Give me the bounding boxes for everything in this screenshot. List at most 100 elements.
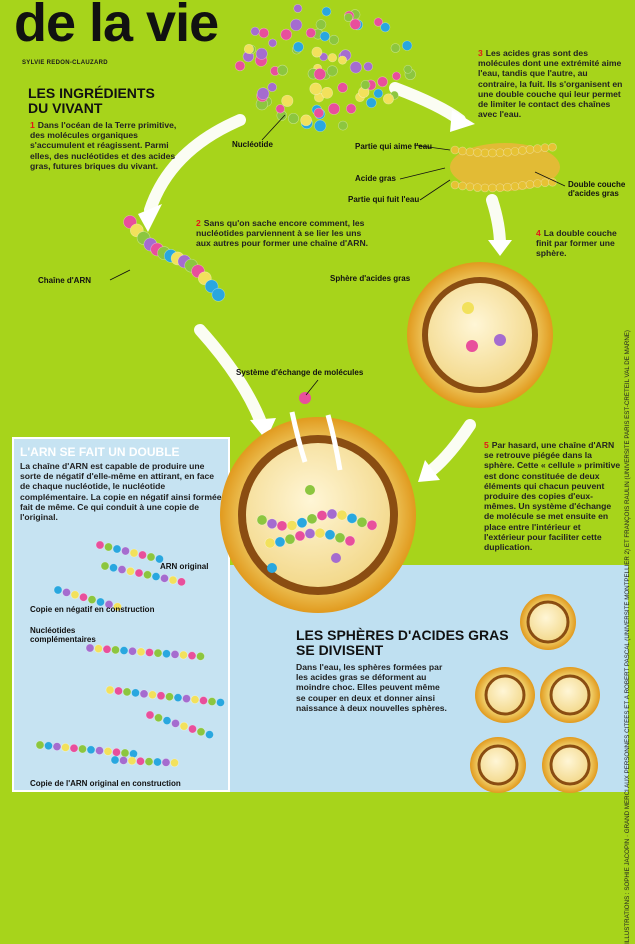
nucleotide-bead [390,43,401,53]
nucleotide-bead [122,687,132,697]
nucleotide-bead [96,597,105,607]
nucleotide-bead [170,758,179,768]
nucleotide-bead [327,53,337,63]
nucleotide-bead [548,142,557,152]
nucleotide-bead [540,178,550,188]
label-arn-original: ARN original [160,562,209,571]
nucleotide-bead [287,112,299,124]
nucleotide-bead [62,588,71,597]
nucleotide-bead [292,41,304,53]
nucleotide-bead [326,65,338,77]
nucleotide-bead [243,43,254,54]
nucleotide-bead [179,721,189,731]
nucleotide-bead [328,34,339,45]
nucleotide-bead [510,147,520,156]
nucleotide-bead [136,756,145,766]
nucleotide-bead [306,513,318,525]
label-nucleotides-comp: Nucléotides complémentaires [30,626,96,644]
nucleotide-bead [145,710,155,720]
nucleotide-bead [338,120,348,131]
spheres-text: Dans l'eau, les sphères formées par les … [296,662,447,713]
label-sphere: Sphère d'acides gras [330,274,411,283]
nucleotide-bead [284,533,296,545]
nucleotide-bead [187,651,197,660]
nucleotide-bead [134,568,144,578]
nucleotide-bead [156,691,166,701]
nucleotide-bead [162,649,171,659]
nucleotide-bead [146,552,156,562]
nucleotide-bead [277,64,288,76]
nucleotide-cloud [234,4,416,132]
arrow-to-bilayer [389,82,466,126]
nucleotide-bead [103,747,113,756]
nucleotide-bead [473,148,482,157]
nucleotide-bead [121,546,130,556]
nucleotide-bead [94,644,103,653]
nucleotide-bead [153,648,163,658]
nucleotide-bead [120,748,130,758]
nucleotide-bead [256,514,268,526]
nucleotide-bead [328,102,340,115]
nucleotide-bead [161,758,171,767]
nucleotide-bead [256,87,270,100]
nucleotide-bead [324,529,336,541]
nucleotide-bead [255,47,268,60]
nucleotide-bead [356,516,368,528]
nucleotide-bead [79,592,88,602]
nucleotide-bead [300,114,312,127]
nucleotide-bead [155,554,164,564]
nucleotide-bead [337,82,348,93]
nucleotide-bead [373,88,384,99]
nucleotide-bead [495,183,505,193]
nucleotide-bead [366,97,377,109]
nucleotide-bead [188,724,197,734]
nucleotide-bead [403,64,413,74]
nucleotide-bead [450,145,460,155]
nucleotide-bead [314,119,327,132]
nucleotide-bead [344,535,356,547]
nucleotide-bead [349,18,361,30]
nucleotide-bead [95,746,104,755]
nucleotide-bead [70,590,80,600]
nucleotide-bead [160,574,169,583]
rna-chain [123,215,226,302]
arrow-to-cell [194,324,268,431]
nucleotide-bead [127,756,137,766]
nucleotide-bead [216,698,225,707]
nucleotide-bead [465,147,475,157]
arrow-to-chain [144,114,246,216]
protocell [220,392,416,613]
nucleotide-bead [336,509,348,521]
label-nucleotide: Nucléotide [232,140,273,149]
nucleotide-bead [104,600,114,609]
ingredients-heading: LES INGRÉDIENTS DU VIVANT [28,85,155,116]
nucleotide-bead [190,695,200,704]
label-chaine-arn: Chaîne d'ARN [38,276,92,285]
nucleotide-bead [533,179,542,188]
nucleotide-bead [377,76,388,88]
nucleotide-bead [319,31,330,42]
nucleotide-bead [458,181,467,191]
nucleotide-bead [281,94,294,107]
nucleotide-bead [366,519,378,531]
nucleotide-bead [168,575,178,585]
lipid-bilayer [450,142,560,193]
nucleotide-bead [319,52,328,62]
nucleotide-bead [525,180,535,189]
nucleotide-bead [111,645,120,655]
nucleotide-bead [78,744,87,754]
arn-double-heading: L'ARN SE FAIT UN DOUBLE [20,445,180,459]
arrow-to-sphere [486,194,506,251]
nucleotide-bead [128,646,137,656]
dividing-spheres [470,594,600,793]
nucleotide-bead [326,508,338,520]
nucleotide-bead [207,697,217,706]
nucleotide-bead [314,527,326,539]
nucleotide-bead [338,55,347,65]
nucleotide-bead [294,530,306,542]
nucleotide-bead [61,743,70,752]
nucleotide-bead [473,183,482,192]
nucleotide-bead [401,40,413,51]
nucleotide-bead [138,550,147,560]
page-title: de la vie [14,0,219,53]
